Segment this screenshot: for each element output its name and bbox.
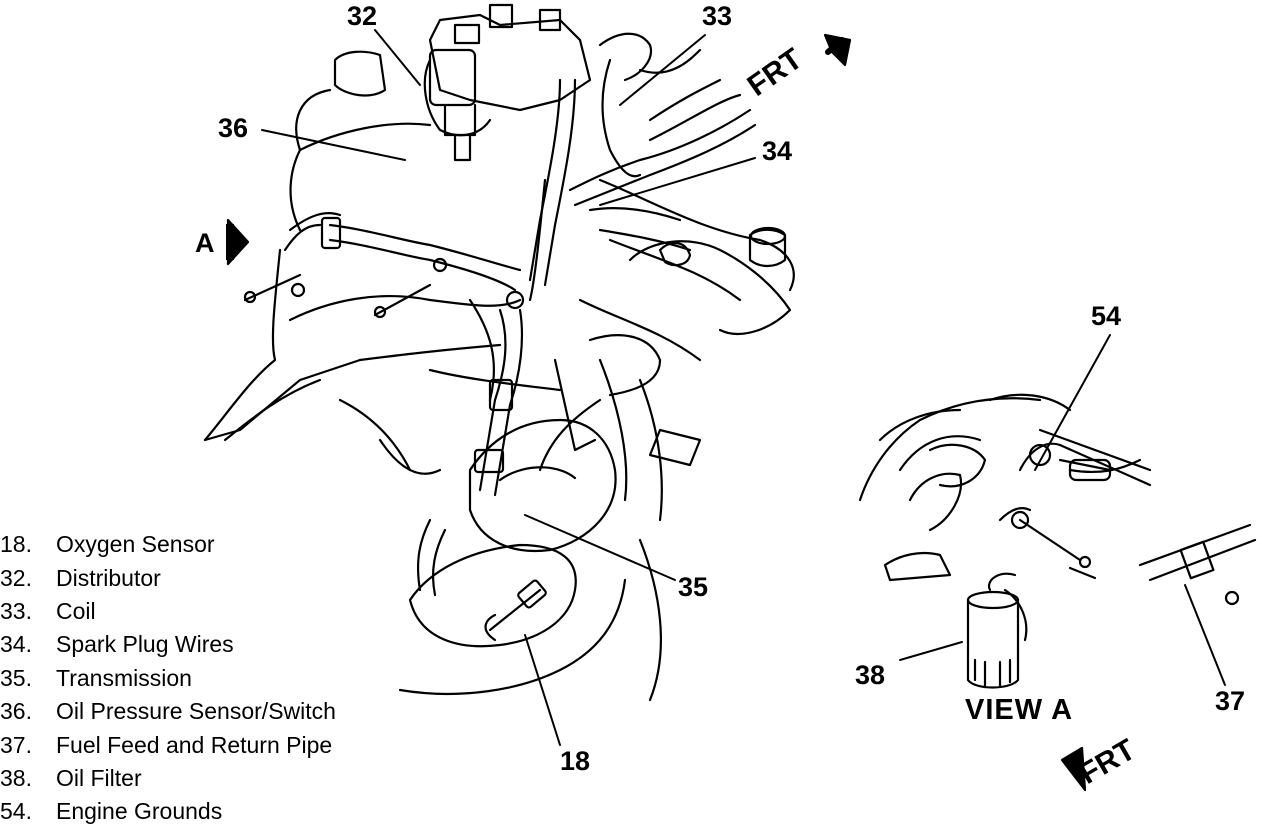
spark-plug-wire-bundle [568, 108, 752, 192]
coil-body [428, 48, 477, 107]
legend-item: 32. Distributor [0, 561, 400, 594]
legend-item: 33. Coil [0, 595, 400, 628]
main-engine-view [203, 3, 795, 702]
leader-32 [374, 29, 421, 86]
legend-item: 37. Fuel Feed and Return Pipe [0, 728, 400, 761]
callout-37: 37 [1215, 686, 1246, 716]
legend-label: Spark Plug Wires [56, 631, 234, 658]
main-leader-lines [261, 29, 756, 746]
legend-number: 37. [0, 731, 32, 758]
legend-item: 18. Oxygen Sensor [0, 528, 400, 561]
engine-ground-cable [998, 442, 1112, 569]
frt-arrow-view [1060, 746, 1087, 792]
leader-37 [1184, 584, 1226, 686]
callout-34: 34 [762, 136, 793, 166]
legend-number: 32. [0, 564, 32, 591]
legend-label: Oil Pressure Sensor/Switch [56, 698, 336, 725]
legend-number: 38. [0, 764, 32, 791]
legend-item: 35. Transmission [0, 662, 400, 695]
legend-label: Engine Grounds [56, 798, 223, 825]
leader-38 [899, 641, 963, 661]
legend-number: 33. [0, 597, 32, 624]
callout-view-a: A [195, 228, 215, 258]
legend-label: Transmission [56, 664, 192, 691]
view-a-detail [858, 393, 1257, 689]
legend-number: 18. [0, 531, 32, 558]
bolt-left [243, 273, 302, 304]
callout-33: 33 [702, 1, 733, 31]
legend-label: Oxygen Sensor [56, 531, 215, 558]
parts-legend: 18.Oxygen Sensor 32.Distributor 33.Coil … [0, 528, 400, 829]
view-a-label: VIEW A [965, 694, 1074, 726]
callout-18: 18 [560, 746, 591, 776]
bolt-mid [373, 283, 432, 319]
callout-36: 36 [218, 113, 249, 143]
legend-number: 35. [0, 664, 32, 691]
legend-item: 36. Oil Pressure Sensor/Switch [0, 695, 400, 728]
legend-item: 34. Spark Plug Wires [0, 628, 400, 661]
leader-54 [1034, 334, 1111, 471]
legend-item: 38. Oil Filter [0, 762, 400, 795]
legend-number: 36. [0, 698, 32, 725]
oxygen-sensor [484, 579, 547, 642]
distributor-cap [428, 13, 592, 112]
leader-33 [619, 34, 706, 106]
legend-label: Distributor [56, 564, 161, 591]
leader-34 [599, 157, 756, 206]
exhaust-manifold [628, 240, 792, 335]
leader-18 [524, 634, 561, 746]
legend-label: Coil [56, 597, 96, 624]
leader-36 [261, 129, 406, 161]
oil-filter [966, 572, 1020, 689]
legend-label: Fuel Feed and Return Pipe [56, 731, 333, 758]
callout-54: 54 [1091, 301, 1122, 331]
leader-35 [524, 514, 676, 581]
legend-item: 54. Engine Grounds [0, 795, 400, 828]
legend-number: 54. [0, 798, 32, 825]
view-a-leader-lines [899, 334, 1226, 686]
callout-32: 32 [347, 1, 378, 31]
callout-38: 38 [855, 660, 886, 690]
callout-35: 35 [678, 572, 709, 602]
legend-number: 34. [0, 631, 32, 658]
legend-label: Oil Filter [56, 764, 142, 791]
